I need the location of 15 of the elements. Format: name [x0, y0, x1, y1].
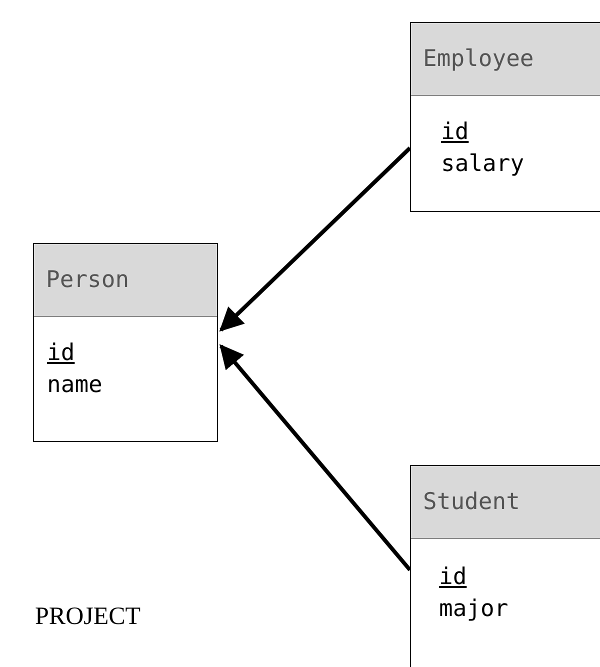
attribute-name: salary [441, 150, 524, 179]
entity-name: Person [34, 244, 217, 317]
entity-box [410, 465, 600, 667]
primary-key: id [439, 561, 467, 593]
entity-name: Employee [411, 23, 600, 96]
arrow [219, 344, 412, 572]
attribute-name: major [439, 595, 508, 624]
entity-box [33, 243, 218, 442]
arrow [219, 146, 412, 332]
attribute-name: name [47, 371, 102, 400]
entity-box [410, 22, 600, 212]
primary-key: id [47, 337, 75, 369]
primary-key: id [441, 116, 469, 148]
entity-name: Student [411, 466, 600, 539]
note-text: PROJECT [35, 603, 141, 631]
